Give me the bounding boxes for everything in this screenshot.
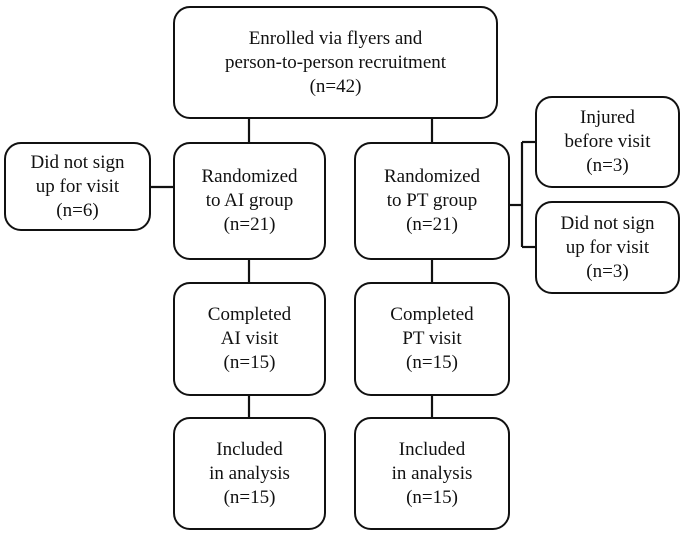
included-pt-text: Included in analysis (n=15) xyxy=(392,438,473,510)
included-ai-count: (n=15) xyxy=(223,486,276,508)
completed-ai-count: (n=15) xyxy=(223,352,276,373)
enrolled-box: Enrolled via flyers and person-to-person… xyxy=(173,6,498,119)
enrolled-count: (n=42) xyxy=(309,75,362,97)
enrolled-line-1: Enrolled via flyers and xyxy=(248,27,423,49)
did-not-sign-up-left-line-1: Did not sign xyxy=(30,151,125,173)
randomized-pt-box: Randomized to PT group (n=21) xyxy=(354,142,510,260)
included-ai-text: Included in analysis (n=15) xyxy=(209,438,290,510)
completed-ai-box: Completed AI visit (n=15) xyxy=(173,282,326,396)
injured-before-visit-text: Injured before visit (n=3) xyxy=(564,106,650,178)
included-ai-line-2: in analysis xyxy=(209,462,290,484)
did-not-sign-up-right-line-2: up for visit xyxy=(565,236,650,258)
completed-pt-text: Completed PT visit (n=15) xyxy=(390,303,473,375)
randomized-ai-box: Randomized to AI group (n=21) xyxy=(173,142,326,260)
completed-pt-line-2: PT visit xyxy=(402,328,462,349)
enrolled-line-2: person-to-person recruitment xyxy=(224,51,447,73)
did-not-sign-up-left-box: Did not sign up for visit (n=6) xyxy=(4,142,151,231)
completed-pt-box: Completed PT visit (n=15) xyxy=(354,282,510,396)
included-pt-line-1: Included xyxy=(398,438,466,460)
did-not-sign-up-left-count: (n=6) xyxy=(56,199,99,221)
randomized-ai-text: Randomized to AI group (n=21) xyxy=(201,165,297,237)
injured-before-visit-box: Injured before visit (n=3) xyxy=(535,96,680,188)
included-ai-line-1: Included xyxy=(216,438,283,460)
included-ai-box: Included in analysis (n=15) xyxy=(173,417,326,530)
included-pt-box: Included in analysis (n=15) xyxy=(354,417,510,530)
included-pt-line-2: in analysis xyxy=(391,462,473,484)
did-not-sign-up-right-text: Did not sign up for visit (n=3) xyxy=(561,212,655,284)
completed-pt-count: (n=15) xyxy=(406,352,458,373)
randomized-ai-line-1: Randomized xyxy=(201,166,298,187)
randomized-ai-count: (n=21) xyxy=(223,214,276,235)
randomized-ai-line-2: to AI group xyxy=(205,190,294,211)
completed-ai-text: Completed AI visit (n=15) xyxy=(208,303,291,375)
included-pt-count: (n=15) xyxy=(406,486,458,508)
injured-before-visit-count: (n=3) xyxy=(586,155,629,176)
randomized-pt-count: (n=21) xyxy=(406,214,458,235)
completed-ai-line-1: Completed xyxy=(207,304,292,325)
injured-before-visit-line-1: Injured xyxy=(580,107,635,128)
did-not-sign-up-left-text: Did not sign up for visit (n=6) xyxy=(31,151,125,223)
completed-pt-line-1: Completed xyxy=(390,304,474,325)
did-not-sign-up-right-count: (n=3) xyxy=(586,260,629,282)
did-not-sign-up-right-line-1: Did not sign xyxy=(560,212,655,234)
completed-ai-line-2: AI visit xyxy=(220,328,279,349)
randomized-pt-line-1: Randomized xyxy=(383,166,481,187)
randomized-pt-text: Randomized to PT group (n=21) xyxy=(384,165,480,237)
injured-before-visit-line-2: before visit xyxy=(564,131,651,152)
did-not-sign-up-right-box: Did not sign up for visit (n=3) xyxy=(535,201,680,294)
did-not-sign-up-left-line-2: up for visit xyxy=(35,175,120,197)
randomized-pt-line-2: to PT group xyxy=(386,190,478,211)
enrolled-text: Enrolled via flyers and person-to-person… xyxy=(225,27,446,99)
